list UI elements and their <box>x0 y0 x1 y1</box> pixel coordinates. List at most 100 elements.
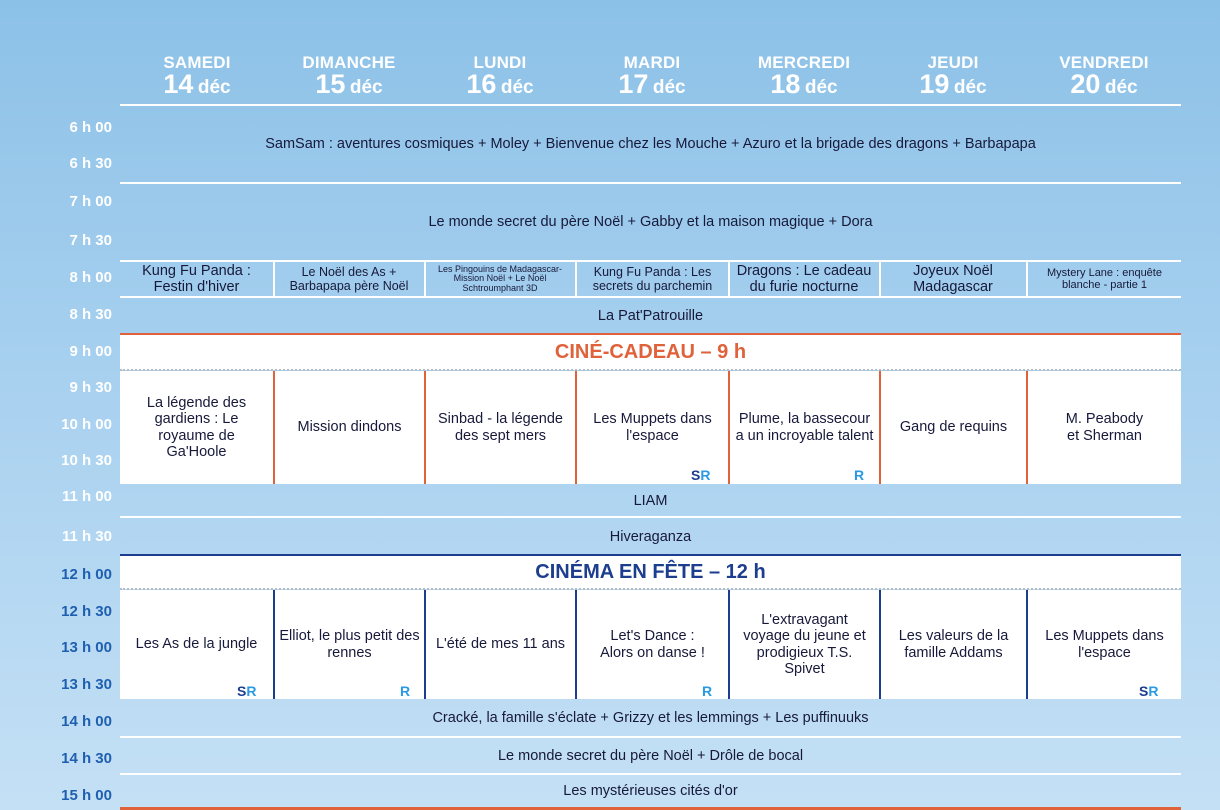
day-month: déc <box>500 77 534 98</box>
program-11h30: Hiveraganza <box>609 528 692 545</box>
badge-s: S <box>1139 683 1149 699</box>
r-badge: R <box>702 683 712 699</box>
cinema-fete-grid <box>120 590 1181 699</box>
day-header-wednesday: MERCREDI 18 déc <box>729 54 879 98</box>
row-divider <box>120 736 1181 738</box>
time-label: 10 h 00 <box>61 416 112 433</box>
day-number: 20 <box>1070 69 1101 99</box>
program-7h: Le monde secret du père Noël + Gabby et … <box>428 214 873 230</box>
time-label: 9 h 30 <box>69 379 112 396</box>
time-label: 6 h 30 <box>69 155 112 172</box>
cinema-fete-film-tuesday: Let's Dance : Alors on danse ! <box>600 628 705 661</box>
row-divider <box>120 516 1181 518</box>
time-label: 8 h 00 <box>69 269 112 286</box>
cinema-fete-film-friday: Les Muppets dans l'espace <box>1045 628 1164 661</box>
sr-badge: SR <box>691 467 710 483</box>
badge-r: R <box>854 467 865 483</box>
column-divider <box>575 371 577 484</box>
program-8h-wednesday: Dragons : Le cadeau du furie nocturne <box>736 262 872 295</box>
column-divider <box>1026 262 1028 296</box>
column-divider <box>728 262 730 296</box>
day-month: déc <box>1104 77 1138 98</box>
header-divider <box>120 104 1181 106</box>
day-name: DIMANCHE <box>302 53 396 72</box>
day-month: déc <box>804 77 838 98</box>
program-15h: Les mystérieuses cités d'or <box>563 783 738 799</box>
column-divider <box>424 262 426 296</box>
cinema-fete-dotted-separator <box>120 588 1181 590</box>
time-label: 11 h 30 <box>61 528 112 545</box>
day-header-tuesday: MARDI 17 déc <box>576 54 728 98</box>
cine-cadeau-film-tuesday: Les Muppets dans l'espace <box>593 411 712 444</box>
program-8h-monday: Les Pingouins de Madagascar- Mission Noë… <box>437 263 563 293</box>
r-badge: R <box>400 683 410 699</box>
cinema-fete-film-saturday: Les As de la jungle <box>135 636 258 653</box>
day-header-monday: LUNDI 16 déc <box>425 54 575 98</box>
time-label: 10 h 30 <box>61 452 112 469</box>
program-14h30: Le monde secret du père Noël + Drôle de … <box>497 747 804 764</box>
column-divider <box>728 590 730 699</box>
cinema-fete-film-monday: L'été de mes 11 ans <box>435 636 566 653</box>
cine-cadeau-film-friday: M. Peabody et Sherman <box>1065 411 1144 444</box>
time-label: 11 h 00 <box>61 488 112 505</box>
cine-cadeau-grid <box>120 371 1181 484</box>
program-8h-sunday: Le Noël des As + Barbapapa père Noël <box>289 265 409 293</box>
cine-cadeau-film-thursday: Gang de requins <box>899 419 1008 436</box>
time-label: 12 h 30 <box>61 603 112 620</box>
cinema-fete-top-border <box>120 554 1181 556</box>
sr-badge: SR <box>237 683 256 699</box>
day-month: déc <box>953 77 987 98</box>
day-name: JEUDI <box>927 53 979 72</box>
day-name: SAMEDI <box>163 53 231 72</box>
time-label: 15 h 00 <box>61 787 112 804</box>
time-label: 7 h 00 <box>69 193 112 210</box>
program-14h: Cracké, la famille s'éclate + Grizzy et … <box>432 710 869 726</box>
column-divider <box>1026 590 1028 699</box>
sr-badge: SR <box>1139 683 1158 699</box>
day-month: déc <box>197 77 231 98</box>
row-divider <box>120 296 1181 298</box>
column-divider <box>879 262 881 296</box>
badge-r: R <box>702 683 713 699</box>
day-header-friday: VENDREDI 20 déc <box>1027 54 1181 98</box>
badge-s: S <box>691 467 701 483</box>
day-header-saturday: SAMEDI 14 déc <box>121 54 273 98</box>
time-label: 7 h 30 <box>69 232 112 249</box>
cinema-fete-title: CINÉMA EN FÊTE – 12 h <box>120 556 1181 589</box>
day-month: déc <box>349 77 383 98</box>
day-number: 19 <box>919 69 950 99</box>
cinema-fete-film-thursday: Les valeurs de la famille Addams <box>898 628 1009 661</box>
badge-s: S <box>237 683 247 699</box>
time-label: 14 h 30 <box>61 750 112 767</box>
badge-r: R <box>700 467 711 483</box>
day-header-thursday: JEUDI 19 déc <box>880 54 1026 98</box>
cine-cadeau-film-wednesday: Plume, la bassecour a un incroyable tale… <box>735 411 874 444</box>
cine-cadeau-film-saturday: La légende des gardiens : Le royaume de … <box>146 395 247 460</box>
time-label: 13 h 00 <box>61 639 112 656</box>
day-name: VENDREDI <box>1059 53 1149 72</box>
day-name: MERCREDI <box>757 53 851 72</box>
program-6h: SamSam : aventures cosmiques + Moley + B… <box>265 136 1036 152</box>
column-divider <box>273 590 275 699</box>
day-number: 15 <box>315 69 346 99</box>
column-divider <box>273 262 275 296</box>
column-divider <box>879 371 881 484</box>
day-number: 16 <box>466 69 497 99</box>
program-8h-tuesday: Kung Fu Panda : Les secrets du parchemin <box>592 265 713 293</box>
time-label: 13 h 30 <box>61 676 112 693</box>
cine-cadeau-film-sunday: Mission dindons <box>297 419 402 436</box>
day-number: 17 <box>618 69 649 99</box>
row-divider <box>120 182 1181 184</box>
bottom-border <box>120 807 1181 810</box>
column-divider <box>575 590 577 699</box>
day-name: MARDI <box>623 53 681 72</box>
r-badge: R <box>854 467 864 483</box>
time-label: 8 h 30 <box>69 306 112 323</box>
program-11h: LIAM <box>633 492 668 509</box>
program-8h-saturday: Kung Fu Panda : Festin d'hiver <box>142 262 251 295</box>
day-number: 18 <box>770 69 801 99</box>
cine-cadeau-dotted-separator <box>120 369 1181 371</box>
program-8h-friday: Mystery Lane : enquête blanche - partie … <box>1047 266 1162 291</box>
column-divider <box>273 371 275 484</box>
day-month: déc <box>652 77 686 98</box>
